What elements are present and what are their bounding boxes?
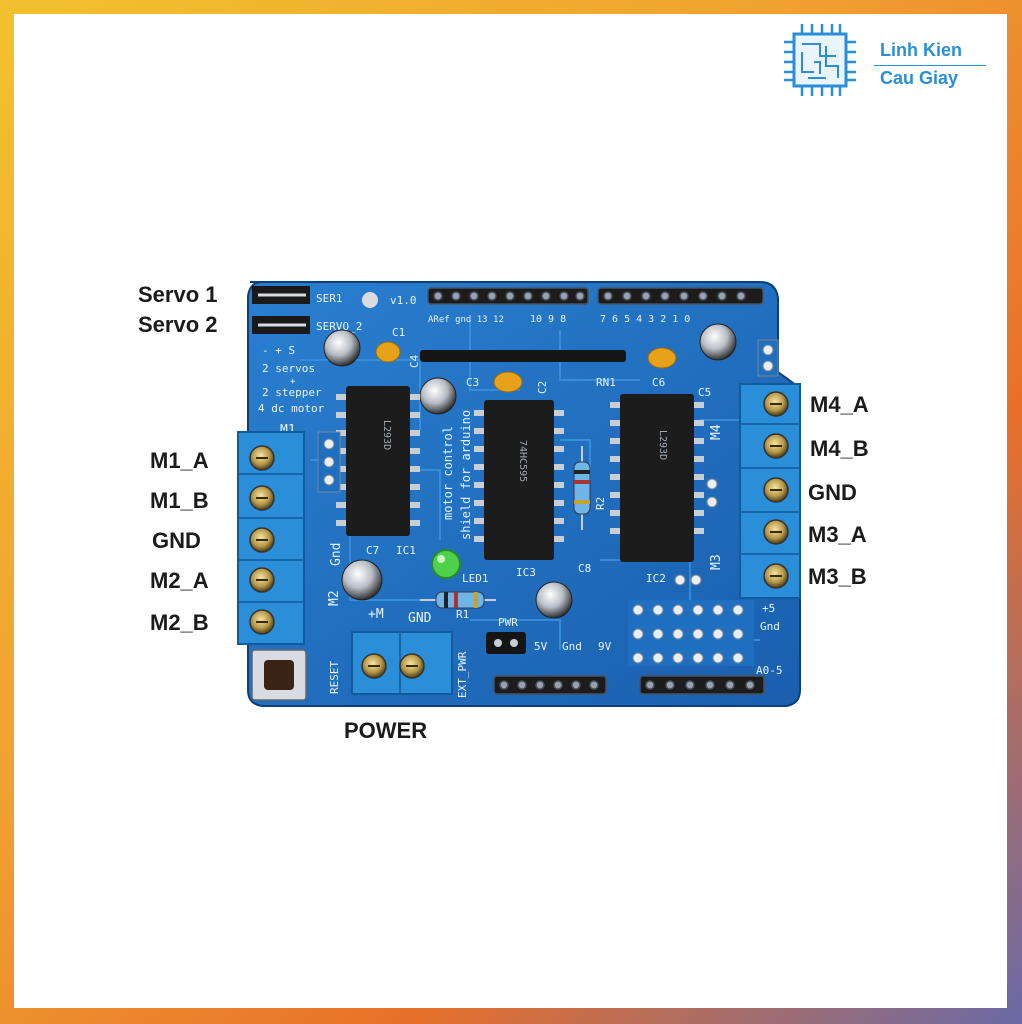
chip-logo-icon (784, 24, 856, 96)
silk-r1: R1 (456, 608, 469, 621)
silk-c7: C7 (366, 544, 379, 557)
silk-motor-control: motor control (441, 426, 455, 520)
capacitor-c2 (419, 377, 457, 415)
silk-m3: M3 (709, 554, 724, 570)
svg-text:L293D: L293D (381, 420, 392, 450)
label-gnd-right: GND (808, 480, 857, 505)
svg-text:L293D: L293D (657, 430, 668, 460)
silk-r2: R2 (594, 497, 607, 510)
reset-button (251, 649, 307, 701)
silk-rn1: RN1 (596, 376, 616, 389)
silk-m2: M2 (327, 590, 342, 606)
bottom-header-pins (493, 675, 765, 695)
brand-divider (874, 65, 986, 66)
capacitor-c8 (535, 581, 573, 619)
silk-polarity: - + S (262, 344, 295, 357)
silk-led1: LED1 (462, 572, 489, 585)
silk-shield: shield for arduino (459, 410, 473, 540)
silk-ic1: IC1 (396, 544, 416, 557)
silk-ext-pwr: EXT_PWR (456, 651, 469, 698)
silk-desc-plus: + (290, 377, 296, 387)
label-m4b: M4_B (810, 436, 869, 461)
silk-version: v1.0 (390, 294, 417, 307)
capacitor-c3 (493, 371, 523, 393)
resistor-network (420, 350, 626, 362)
label-servo1: Servo 1 (138, 282, 218, 307)
silk-desc3: 4 dc motor (258, 402, 325, 415)
silk-c6: C6 (652, 376, 665, 389)
resistor-r1 (420, 591, 496, 609)
ic3-chip: 74HC595 (474, 400, 564, 560)
capacitor-c1 (375, 341, 401, 363)
silk-c8: C8 (578, 562, 591, 575)
silk-plus-m: +M (368, 607, 384, 622)
servo-header-pins (252, 286, 310, 334)
silk-c3: C3 (466, 376, 479, 389)
capacitor-c6 (647, 347, 677, 369)
terminal-block-right (739, 383, 801, 599)
label-m1b: M1_B (150, 488, 209, 513)
silk-aref: ARef gnd 13 12 (428, 315, 504, 325)
silk-gnd3: Gnd (760, 620, 780, 633)
pwr-jumper (486, 632, 526, 654)
silk-gnd: GND (408, 611, 432, 626)
label-power: POWER (344, 718, 428, 743)
label-m3a: M3_A (808, 522, 867, 547)
silk-reset: RESET (328, 661, 341, 694)
silk-servo2: SERVO_2 (316, 320, 362, 333)
silk-pins-right: 7 6 5 4 3 2 1 0 (600, 314, 690, 325)
label-gnd-left: GND (152, 528, 201, 553)
silk-pwr: PWR (498, 616, 518, 629)
capacitor-c5 (699, 323, 737, 361)
silk-ic2: IC2 (646, 572, 666, 585)
brand-name-line1: Linh Kien (880, 40, 962, 60)
silk-9v: 9V (598, 640, 612, 653)
silk-c1: C1 (392, 326, 405, 339)
silk-gnd-vert: Gnd (329, 543, 344, 566)
silk-gnd2: Gnd (562, 640, 582, 653)
resistor-r2 (573, 446, 591, 530)
label-m4a: M4_A (810, 392, 869, 417)
svg-text:74HC595: 74HC595 (517, 440, 528, 482)
digital-header-pins (427, 287, 764, 305)
analog-header-grid (628, 600, 754, 666)
capacitor-servo (323, 329, 361, 367)
silk-desc1: 2 servos (262, 362, 315, 375)
silk-desc2: 2 stepper (262, 386, 322, 399)
capacitor-c7 (341, 559, 383, 601)
label-m3b: M3_B (808, 564, 867, 589)
silk-ic3: IC3 (516, 566, 536, 579)
label-servo2: Servo 2 (138, 312, 218, 337)
ic2-chip: L293D (610, 394, 704, 562)
silk-pins-mid: 10 9 8 (530, 314, 566, 325)
label-m2b: M2_B (150, 610, 209, 635)
silk-ser1: SER1 (316, 292, 343, 305)
label-m1a: M1_A (150, 448, 209, 473)
brand-name-line2: Cau Giay (880, 68, 959, 88)
silk-c5: C5 (698, 386, 711, 399)
silk-a05: A0-5 (756, 664, 783, 677)
ic1-chip: L293D (336, 386, 420, 536)
silk-5v: 5V (534, 640, 548, 653)
terminal-block-left (237, 431, 305, 645)
silk-plus5: +5 (762, 602, 775, 615)
terminal-block-power (351, 631, 453, 695)
silk-c4: C4 (408, 354, 421, 368)
label-m2a: M2_A (150, 568, 209, 593)
silk-c2: C2 (536, 381, 549, 394)
led1 (431, 549, 461, 579)
brand-logo: Linh Kien Cau Giay (780, 22, 990, 102)
silk-m4: M4 (709, 424, 724, 440)
